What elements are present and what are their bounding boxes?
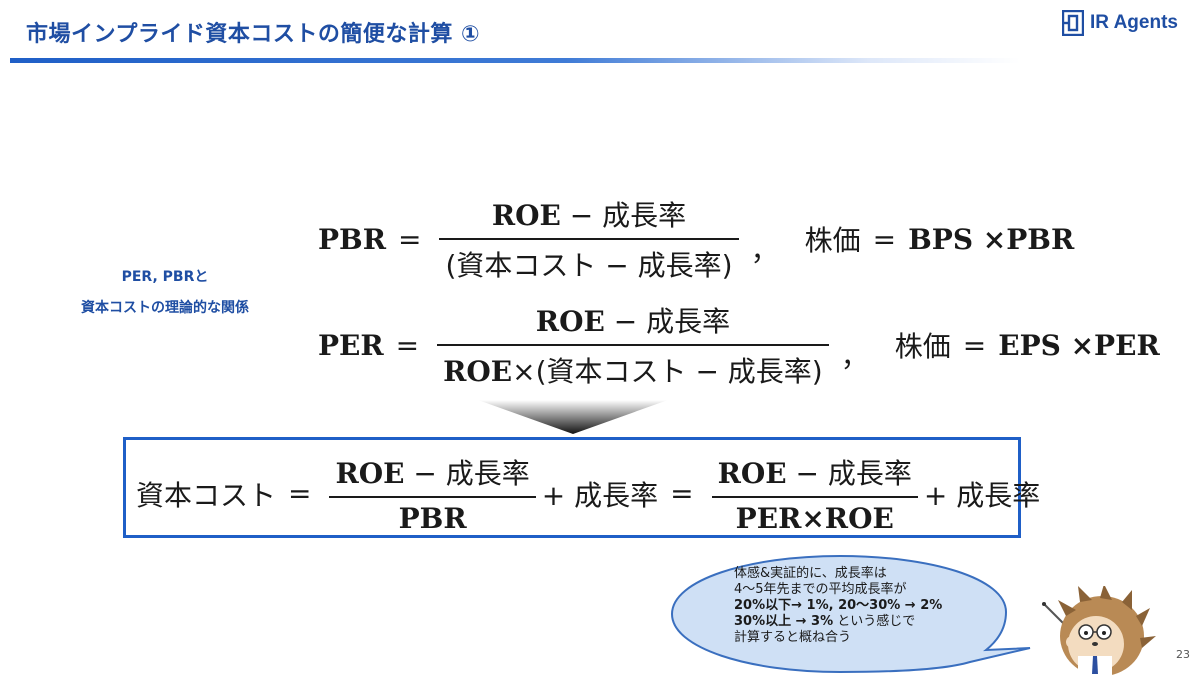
pbr-numerator: ROE − 成長率 [491, 199, 687, 232]
page-title: 市場インプライド資本コストの簡便な計算 ① [26, 22, 481, 47]
fraction-bar [329, 496, 536, 498]
result-equals-1: = [288, 477, 312, 510]
pbr-price-rhs: BPS ×PBR [908, 222, 1075, 256]
result-lhs: 資本コスト [136, 478, 277, 512]
bubble-text: 体感&実証的に、成長率は 4〜5年先までの平均成長率が 20%以下→ 1%, 2… [734, 566, 1014, 646]
pbr-equals: = [398, 222, 422, 256]
result-equals-2: = [670, 477, 694, 510]
result-box [123, 437, 1021, 538]
speech-bubble [670, 554, 1031, 674]
bubble-line-2: 4〜5年先までの平均成長率が [734, 582, 907, 597]
pbr-denominator: (資本コスト − 成長率) [445, 249, 733, 282]
fraction-bar [711, 496, 918, 498]
per-denominator: ROE×(資本コスト − 成長率) [443, 355, 823, 388]
fraction-bar [439, 238, 739, 240]
result-frac1-numerator: ROE − 成長率 [335, 457, 530, 490]
brand-logo: IR Agents [1062, 10, 1178, 36]
bubble-line-1: 体感&実証的に、成長率は [734, 566, 887, 581]
per-comma: ， [840, 340, 869, 373]
ir-agents-logo-icon [1062, 10, 1084, 36]
pbr-formula: PBR = ROE − 成長率 (資本コスト − 成長率) ， 株価 = BPS… [318, 194, 1074, 284]
result-frac1-denominator: PBR [398, 502, 467, 535]
pbr-price-label: 株価 [804, 224, 861, 257]
pbr-fraction: ROE − 成長率 (資本コスト − 成長率) [439, 194, 739, 284]
side-label: PER, PBRと 資本コストの理論的な関係 [40, 262, 290, 324]
per-formula: PER = ROE − 成長率 ROE×(資本コスト − 成長率) ， 株価 =… [318, 300, 1160, 390]
per-price-rhs: EPS ×PER [998, 328, 1160, 362]
pbr-lhs: PBR [318, 222, 386, 256]
per-price-equals: = [962, 328, 987, 362]
pbr-comma: ， [750, 234, 779, 267]
pbr-price-equals: = [872, 222, 897, 256]
result-frac2-denominator: PER×ROE [735, 502, 894, 535]
side-label-line2: 資本コストの理論的な関係 [81, 300, 249, 316]
per-equals: = [395, 328, 420, 362]
down-arrow-icon [478, 400, 668, 434]
cost-of-capital-formula: 資本コスト = ROE − 成長率 PBR + 成長率 = ROE − 成長率 … [136, 452, 1040, 535]
per-lhs: PER [318, 328, 384, 362]
side-label-line1: PER, PBRと [121, 269, 209, 285]
result-fraction-2: ROE − 成長率 PER×ROE [711, 452, 918, 535]
bubble-line-3: 20%以下→ 1%, 20〜30% → 2% [734, 598, 943, 613]
page-number: 23 [1176, 648, 1190, 661]
fraction-bar [437, 344, 829, 346]
per-fraction: ROE − 成長率 ROE×(資本コスト − 成長率) [437, 300, 829, 390]
result-frac2-numerator: ROE − 成長率 [717, 457, 912, 490]
logo-text: IR Agents [1090, 12, 1178, 33]
result-plus-growth-2: + 成長率 [923, 478, 1041, 512]
per-numerator: ROE − 成長率 [535, 305, 731, 338]
hedgehog-mascot-icon [1042, 586, 1156, 678]
title-underline [10, 58, 1020, 63]
result-plus-growth-1: + 成長率 [541, 478, 659, 512]
bubble-line-5: 計算すると概ね合う [734, 630, 852, 645]
result-fraction-1: ROE − 成長率 PBR [329, 452, 536, 535]
bubble-line-4: 30%以上 → 3% という感じで [734, 614, 916, 629]
per-price-label: 株価 [894, 330, 951, 363]
